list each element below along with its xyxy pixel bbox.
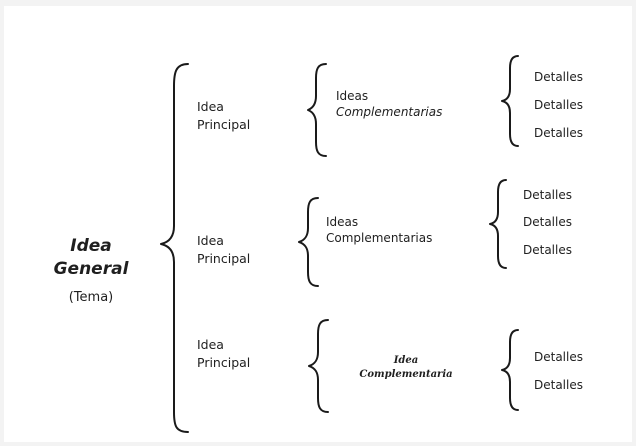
ideas-complementarias-1: Ideas Complementarias (336, 88, 442, 120)
idea-principal-2-line-1: Idea (197, 233, 224, 248)
detalle-3-1: Detalles (534, 350, 583, 364)
ideas-complementarias-1-line-1: Ideas (336, 89, 369, 103)
detalle-3-2: Detalles (534, 378, 583, 392)
detalle-2-2: Detalles (523, 215, 572, 229)
idea-principal-3-line-1: Idea (197, 337, 224, 352)
diagram-canvas (4, 6, 632, 442)
brace-root (160, 63, 189, 433)
idea-principal-3-line-2: Principal (197, 355, 251, 370)
ideas-complementarias-1-line-2: Complementarias (336, 105, 443, 119)
idea-complementaria-3: Idea Complementaria (346, 354, 466, 382)
root-title-line-2: General (53, 259, 129, 279)
detalle-2-1: Detalles (523, 188, 572, 202)
brace-details-3 (501, 329, 519, 411)
brace-details-1 (501, 55, 519, 147)
idea-complementaria-3-line-2: Complementaria (359, 369, 453, 380)
idea-principal-1-line-2: Principal (197, 117, 251, 132)
brace-branch-2 (298, 197, 319, 287)
detalle-1-2: Detalles (534, 98, 583, 112)
root-subtitle: (Tema) (68, 290, 114, 305)
idea-complementaria-3-line-1: Idea (393, 355, 419, 366)
ideas-complementarias-2-line-1: Ideas (326, 215, 359, 229)
ideas-complementarias-2: Ideas Complementarias (326, 214, 432, 246)
idea-principal-2: Idea Principal (197, 232, 250, 268)
brace-branch-3 (308, 319, 329, 413)
root-title: Idea General (36, 235, 146, 281)
detalle-1-1: Detalles (534, 70, 583, 84)
brace-details-2 (489, 179, 507, 269)
detalle-1-3: Detalles (534, 126, 583, 140)
idea-principal-3: Idea Principal (197, 336, 250, 372)
idea-principal-1-line-1: Idea (197, 99, 224, 114)
detalle-2-3: Detalles (523, 243, 572, 257)
root-title-line-1: Idea (70, 236, 112, 256)
idea-principal-2-line-2: Principal (197, 251, 251, 266)
ideas-complementarias-2-line-2: Complementarias (326, 231, 433, 245)
brace-branch-1 (307, 63, 327, 157)
idea-principal-1: Idea Principal (197, 98, 250, 134)
